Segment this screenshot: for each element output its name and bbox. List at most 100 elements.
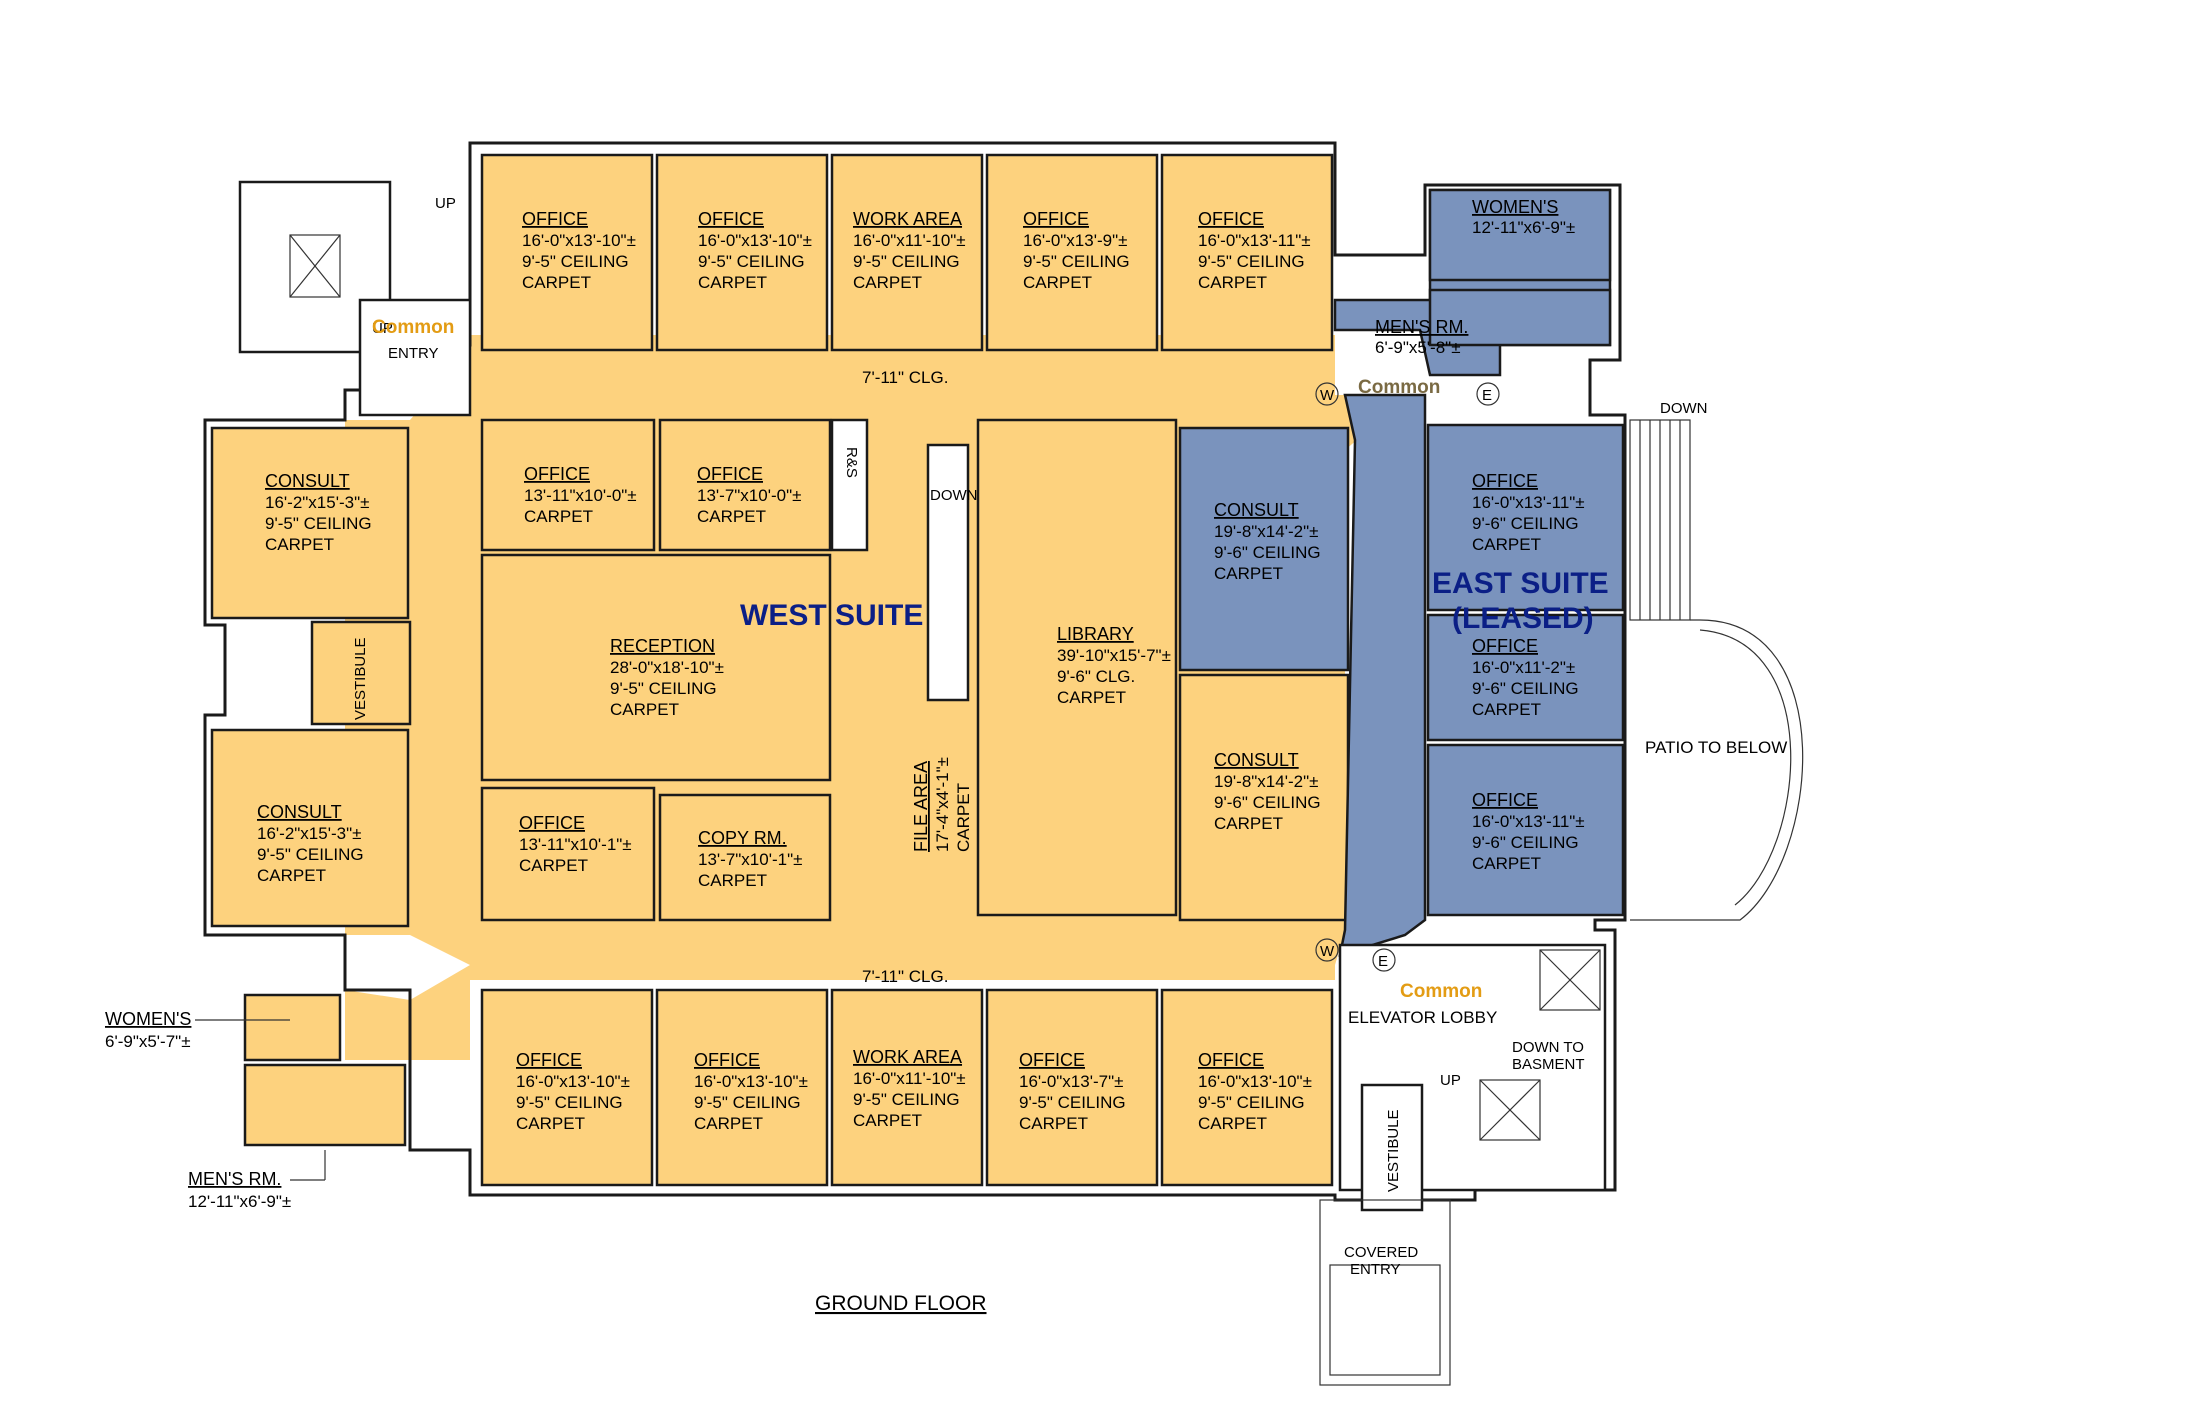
reception-dim: 28'-0"x18'-10"± <box>610 658 724 677</box>
top-rooms <box>480 153 1334 352</box>
room-bot-office-3 <box>985 988 1159 1187</box>
room-east-office-2 <box>1426 613 1625 742</box>
east-office-2-ceiling: 9'-6" CEILING <box>1472 679 1579 698</box>
office-b-dim: 13'-7"x10'-0"± <box>697 486 801 505</box>
room-bot-work <box>830 988 984 1187</box>
library-floor: CARPET <box>1057 688 1126 707</box>
top-work-name: WORK AREA <box>853 209 962 229</box>
elevator-east <box>1479 1079 1541 1141</box>
office-c-floor: CARPET <box>519 856 588 875</box>
down-label-center: DOWN <box>930 487 978 504</box>
bot-office-4-ceiling: 9'-5" CEILING <box>1198 1093 1305 1112</box>
consult-e2-ceiling: 9'-6" CEILING <box>1214 793 1321 812</box>
patio-outline <box>1630 619 1804 921</box>
patio-label: PATIO TO BELOW <box>1645 738 1787 757</box>
room-east-office-3 <box>1426 743 1625 917</box>
bot-office-2-dim: 16'-0"x13'-10"± <box>694 1072 808 1091</box>
entry-west <box>358 298 472 417</box>
womens-west-name: WOMEN'S <box>105 1009 191 1029</box>
east-office-3-ceiling: 9'-6" CEILING <box>1472 833 1579 852</box>
elevator-west <box>289 234 341 298</box>
elevator-east-2 <box>1539 949 1601 1011</box>
room-bot-office-4 <box>1160 988 1334 1187</box>
east-office-2-floor: CARPET <box>1472 700 1541 719</box>
bot-office-1-ceiling: 9'-5" CEILING <box>516 1093 623 1112</box>
east-lobby <box>1319 943 1607 1386</box>
bot-office-1-dim: 16'-0"x13'-10"± <box>516 1072 630 1091</box>
east-restroom-labels: WOMEN'S 12'-11"x6'-9"± MEN'S RM. 6'-9"x5… <box>1358 197 1575 398</box>
down-basement-1: DOWN TO <box>1512 1039 1584 1056</box>
consult-e1-ceiling: 9'-6" CEILING <box>1214 543 1321 562</box>
east-restrooms <box>1333 188 1612 377</box>
consult-w2-dim: 16'-2"x15'-3"± <box>257 824 361 843</box>
office-b-name: OFFICE <box>697 464 763 484</box>
copy-floor: CARPET <box>698 871 767 890</box>
east-office-1-name: OFFICE <box>1472 471 1538 491</box>
top-office-4-dim: 16'-0"x13'-11"± <box>1198 231 1311 250</box>
bot-office-4-dim: 16'-0"x13'-10"± <box>1198 1072 1312 1091</box>
east-suite-labels: OFFICE 16'-0"x13'-11"± 9'-6" CEILING CAR… <box>1432 400 1787 873</box>
bot-work-ceiling: 9'-5" CEILING <box>853 1090 960 1109</box>
east-office-2-name: OFFICE <box>1472 636 1538 656</box>
office-b-floor: CARPET <box>697 507 766 526</box>
top-office-3-ceiling: 9'-5" CEILING <box>1023 252 1130 271</box>
room-bot-office-2 <box>655 988 829 1187</box>
bottom-rooms <box>480 988 1334 1187</box>
room-copy <box>658 793 832 922</box>
elevator-lobby-label: ELEVATOR LOBBY <box>1348 1008 1497 1027</box>
bot-office-4-name: OFFICE <box>1198 1050 1264 1070</box>
top-office-4-ceiling: 9'-5" CEILING <box>1198 252 1305 271</box>
womens-east-dim: 12'-11"x6'-9"± <box>1472 218 1575 237</box>
office-a-dim: 13'-11"x10'-0"± <box>524 486 637 505</box>
room-office-c <box>480 786 656 922</box>
consult-w1-dim: 16'-2"x15'-3"± <box>265 493 369 512</box>
room-office-a <box>480 418 656 552</box>
consult-w1-ceiling: 9'-5" CEILING <box>265 514 372 533</box>
floor-title: GROUND FLOOR <box>815 1292 987 1315</box>
vestibule-east <box>1360 1083 1424 1212</box>
common-label-east-top: Common <box>1358 377 1440 398</box>
room-top-office-3 <box>985 153 1159 352</box>
top-office-1-ceiling: 9'-5" CEILING <box>522 252 629 271</box>
central-labels: OFFICE 13'-11"x10'-0"± CARPET OFFICE 13'… <box>519 447 1321 890</box>
central-rooms <box>480 418 1350 922</box>
up-label-east: UP <box>1440 1072 1461 1089</box>
bot-office-3-ceiling: 9'-5" CEILING <box>1019 1093 1126 1112</box>
room-office-b <box>658 418 832 552</box>
down-label-east: DOWN <box>1660 400 1708 417</box>
room-consult-w1 <box>210 426 410 620</box>
label-entry: ENTRY <box>388 345 439 362</box>
west-consult-labels: CONSULT 16'-2"x15'-3"± 9'-5" CEILING CAR… <box>257 471 372 885</box>
room-top-office-4 <box>1160 153 1334 352</box>
marker-e-top: E <box>1482 387 1492 404</box>
bot-work-name: WORK AREA <box>853 1047 962 1067</box>
womens-west-dim: 6'-9"x5'-7"± <box>105 1032 191 1051</box>
top-office-2-floor: CARPET <box>698 273 767 292</box>
label-up-2: UP <box>372 320 393 337</box>
bot-office-2-ceiling: 9'-5" CEILING <box>694 1093 801 1112</box>
east-suite-label-2: (LEASED) <box>1452 602 1594 635</box>
mens-east-name: MEN'S RM. <box>1375 317 1468 337</box>
consult-e1-floor: CARPET <box>1214 564 1283 583</box>
file-area-dim: 17'-4"x4'-1"± <box>933 757 952 852</box>
east-suite-corridor <box>1338 393 1427 957</box>
room-library <box>976 418 1178 917</box>
bot-office-3-dim: 16'-0"x13'-7"± <box>1019 1072 1123 1091</box>
consult-e2-dim: 19'-8"x14'-2"± <box>1214 772 1318 791</box>
bot-office-3-name: OFFICE <box>1019 1050 1085 1070</box>
vestibule-east-label: VESTIBULE <box>1385 1109 1402 1192</box>
top-work-floor: CARPET <box>853 273 922 292</box>
bot-office-2-name: OFFICE <box>694 1050 760 1070</box>
common-label-east-bottom: Common <box>1400 981 1482 1002</box>
room-reception <box>480 553 832 782</box>
consult-w2-floor: CARPET <box>257 866 326 885</box>
consult-e1-dim: 19'-8"x14'-2"± <box>1214 522 1318 541</box>
label-up-1: UP <box>435 195 456 212</box>
library-ceiling: 9'-6" CLG. <box>1057 667 1135 686</box>
room-consult-e1 <box>1178 426 1350 672</box>
top-office-4-name: OFFICE <box>1198 209 1264 229</box>
east-lobby-labels: Common ELEVATOR LOBBY UP DOWN TO BASMENT… <box>1344 981 1585 1278</box>
top-office-1-dim: 16'-0"x13'-10"± <box>522 231 636 250</box>
office-a-name: OFFICE <box>524 464 590 484</box>
